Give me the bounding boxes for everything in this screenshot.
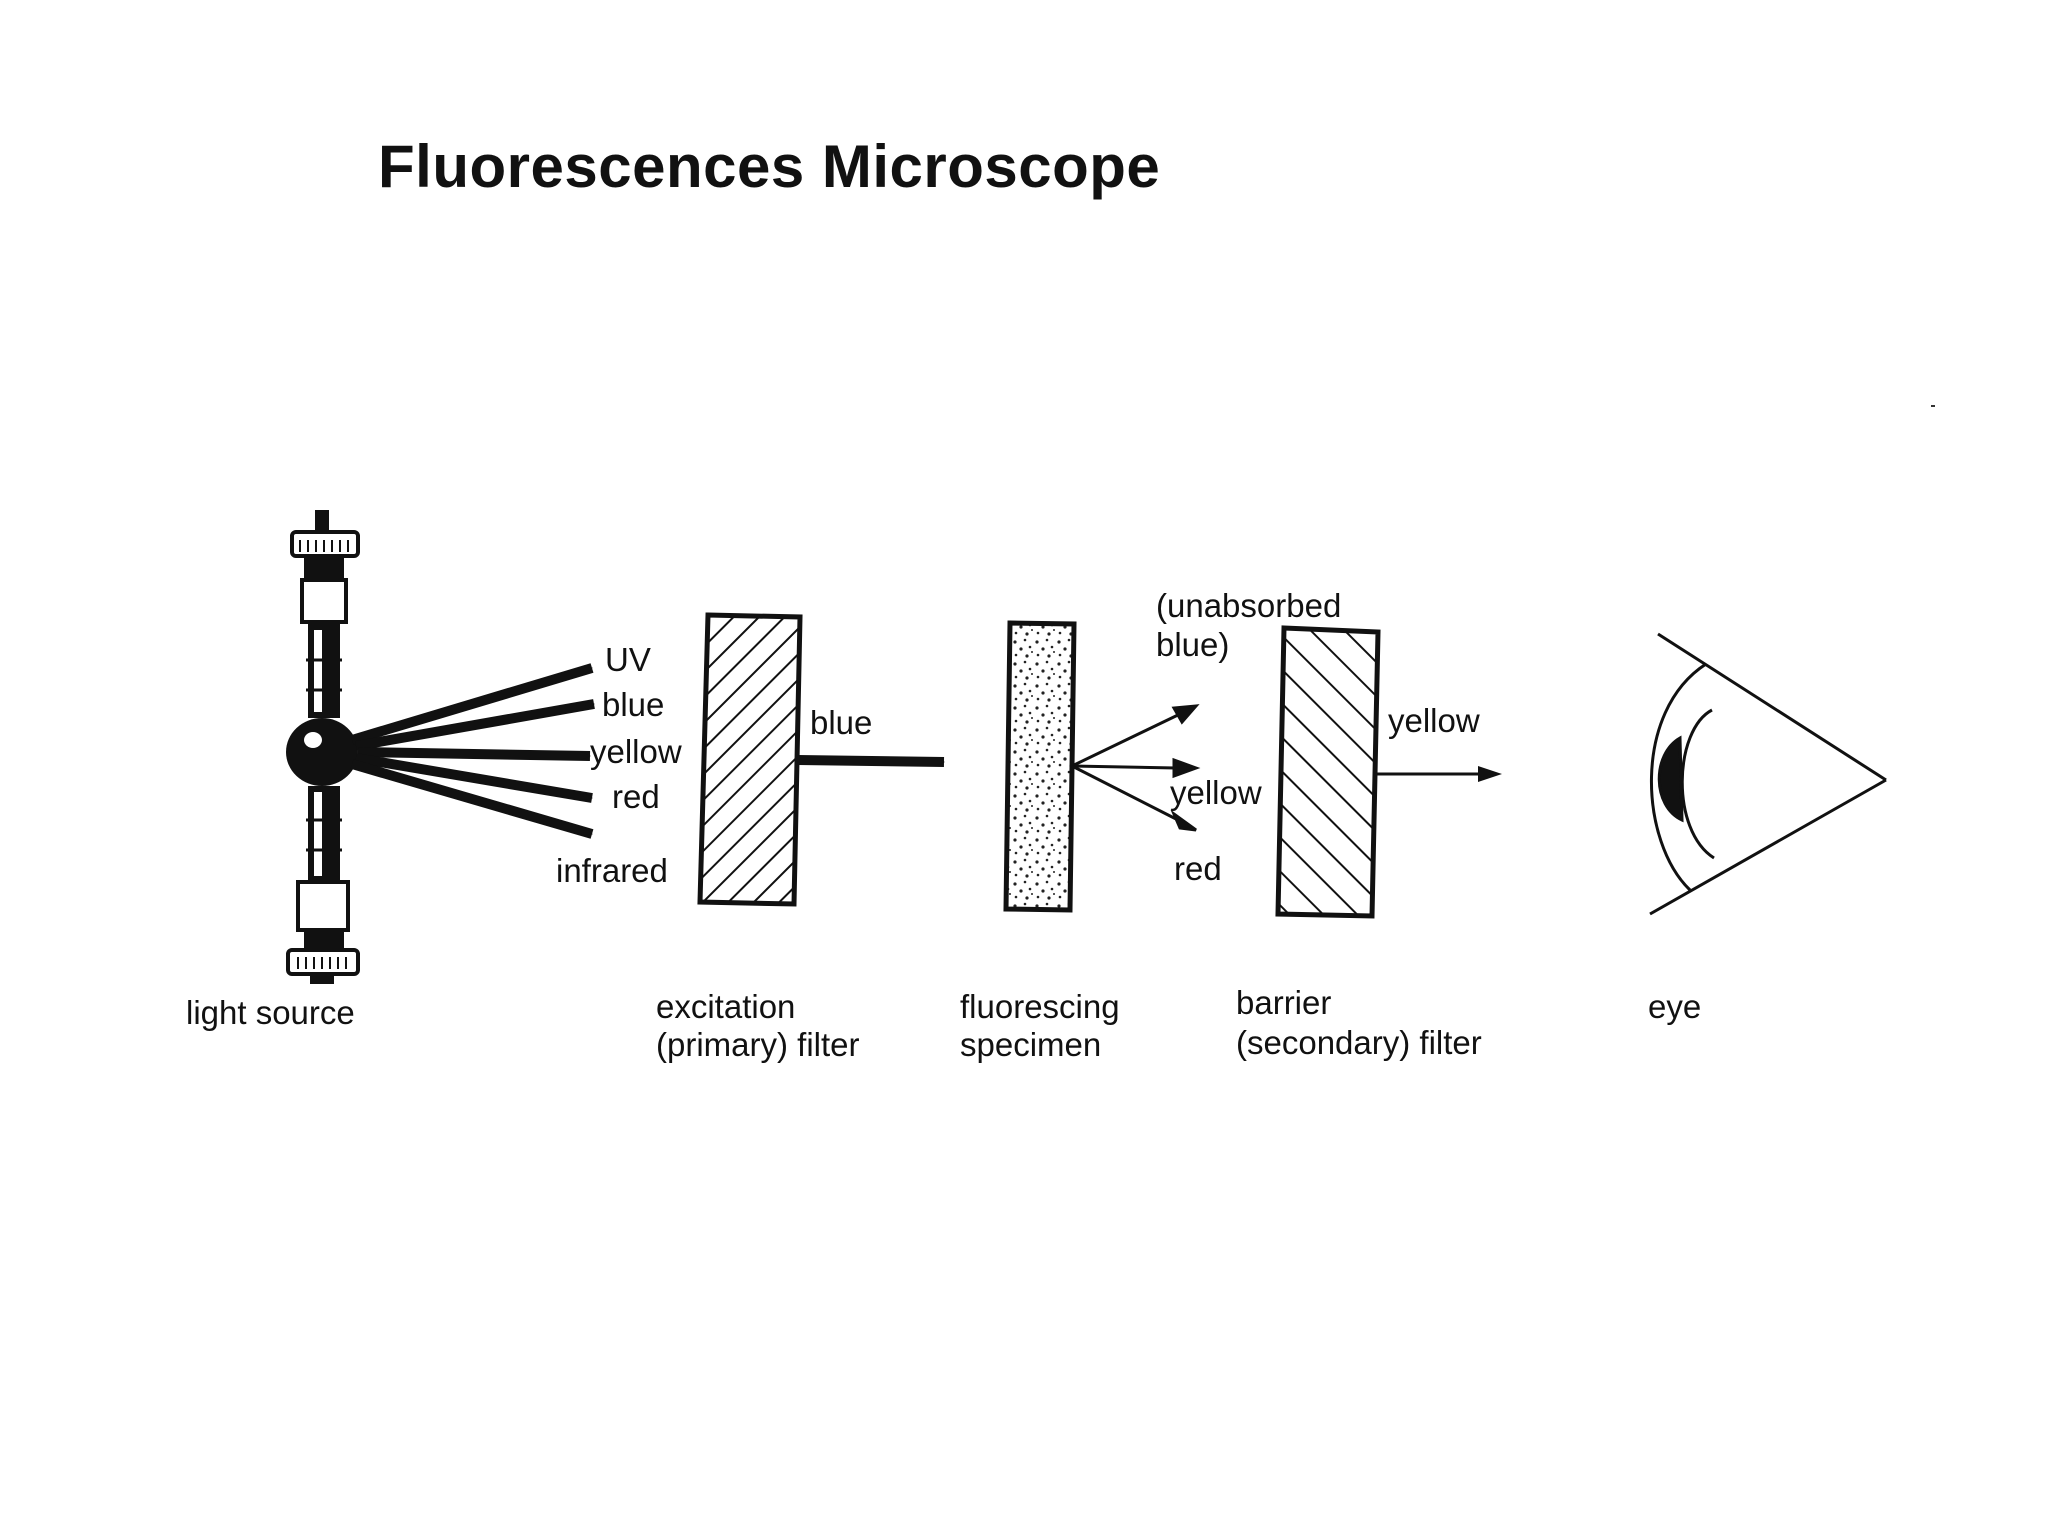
caption-light-source: light source [186,994,355,1031]
blue-ray [355,699,595,751]
label-output-yellow: yellow [1388,702,1480,739]
label-transmitted-blue: blue [810,704,872,741]
uv-ray [350,663,594,745]
output-yellow-arrow [1376,766,1502,782]
label-infrared: infrared [556,852,668,889]
caption-specimen-line1: fluorescing [960,988,1120,1025]
eye-icon [1649,632,1887,916]
lamp-icon [286,510,360,984]
label-emission-yellow: yellow [1170,774,1262,811]
caption-excitation-line2: (primary) filter [656,1026,860,1063]
label-yellow: yellow [590,733,682,770]
red-ray [355,753,593,803]
slide-title: Fluorescences Microscope [378,133,1161,200]
caption-barrier-line2: (secondary) filter [1236,1024,1482,1061]
caption-barrier-line1: barrier [1236,984,1331,1021]
transmitted-blue-arrow [797,755,945,767]
emission-arrows [1071,704,1201,832]
label-uv: UV [605,641,651,678]
fluorescing-specimen [1003,620,1077,913]
caption-eye: eye [1648,988,1701,1025]
infrared-ray [350,759,594,839]
label-unabsorbed-line1: (unabsorbed [1156,587,1341,624]
label-unabsorbed-line2: blue) [1156,626,1229,663]
label-red: red [612,778,660,815]
yellow-ray [357,747,591,761]
caption-excitation-line1: excitation [656,988,795,1025]
stray-dot [1931,405,1935,407]
spectrum-arrows [350,663,595,839]
barrier-filter [1275,625,1381,919]
excitation-filter [697,612,803,907]
label-emission-red: red [1174,850,1222,887]
caption-specimen-line2: specimen [960,1026,1101,1063]
label-blue: blue [602,686,664,723]
